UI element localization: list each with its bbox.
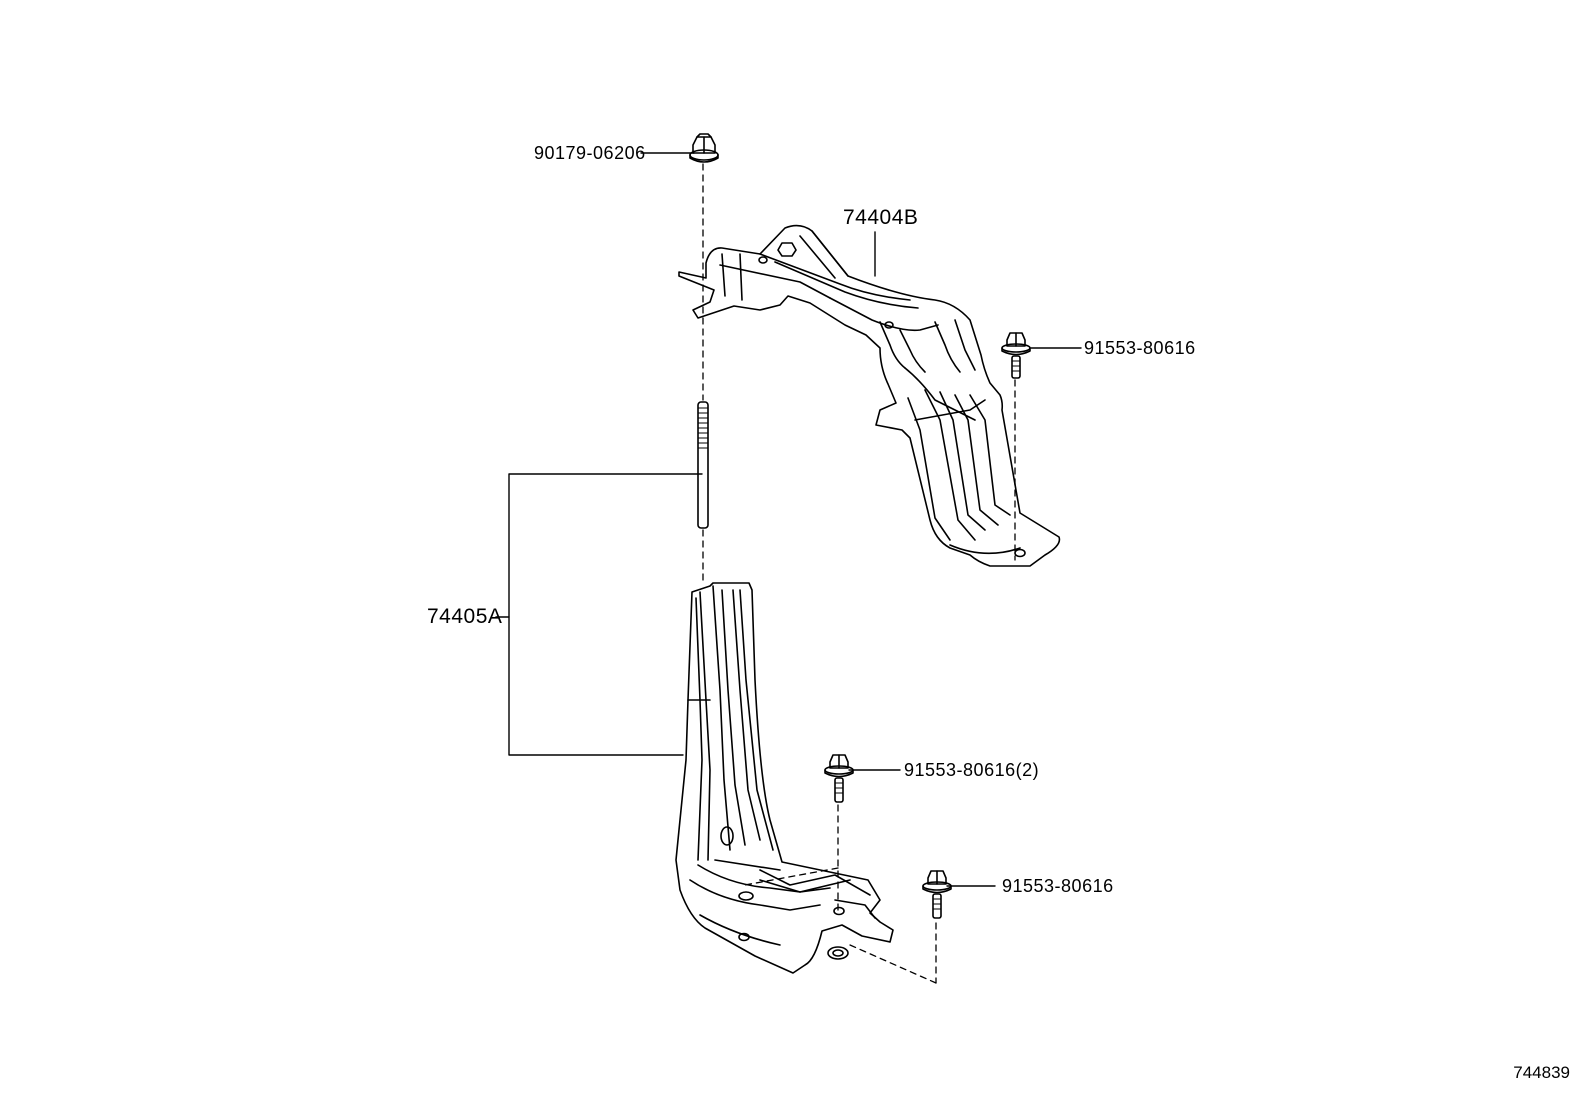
alignment-lines xyxy=(702,163,1016,984)
part-label-nut[interactable]: 90179-06206 xyxy=(534,143,646,163)
part-label-bracket-lower[interactable]: 74405A xyxy=(427,605,503,628)
part-label-bracket-upper[interactable]: 74404B xyxy=(843,206,919,229)
leader-lines xyxy=(495,152,1082,887)
part-label-bolt-upper[interactable]: 91553-80616 xyxy=(1084,338,1196,358)
bolt-upper-icon[interactable] xyxy=(1001,332,1031,379)
stud-bolt-icon[interactable] xyxy=(697,401,709,529)
part-label-bolt-middle[interactable]: 91553-80616(2) xyxy=(904,760,1040,780)
bracket-upper-icon[interactable] xyxy=(678,224,1061,567)
bolt-middle-icon[interactable] xyxy=(824,754,854,803)
figure-number: 744839 xyxy=(1513,1063,1570,1082)
bolt-lower-icon[interactable] xyxy=(922,870,952,919)
bracket-lower-icon[interactable] xyxy=(675,582,894,974)
leader-bracket-lower-group xyxy=(508,473,703,756)
part-label-bolt-lower[interactable]: 91553-80616 xyxy=(1002,876,1114,896)
nut-icon[interactable] xyxy=(689,133,719,163)
